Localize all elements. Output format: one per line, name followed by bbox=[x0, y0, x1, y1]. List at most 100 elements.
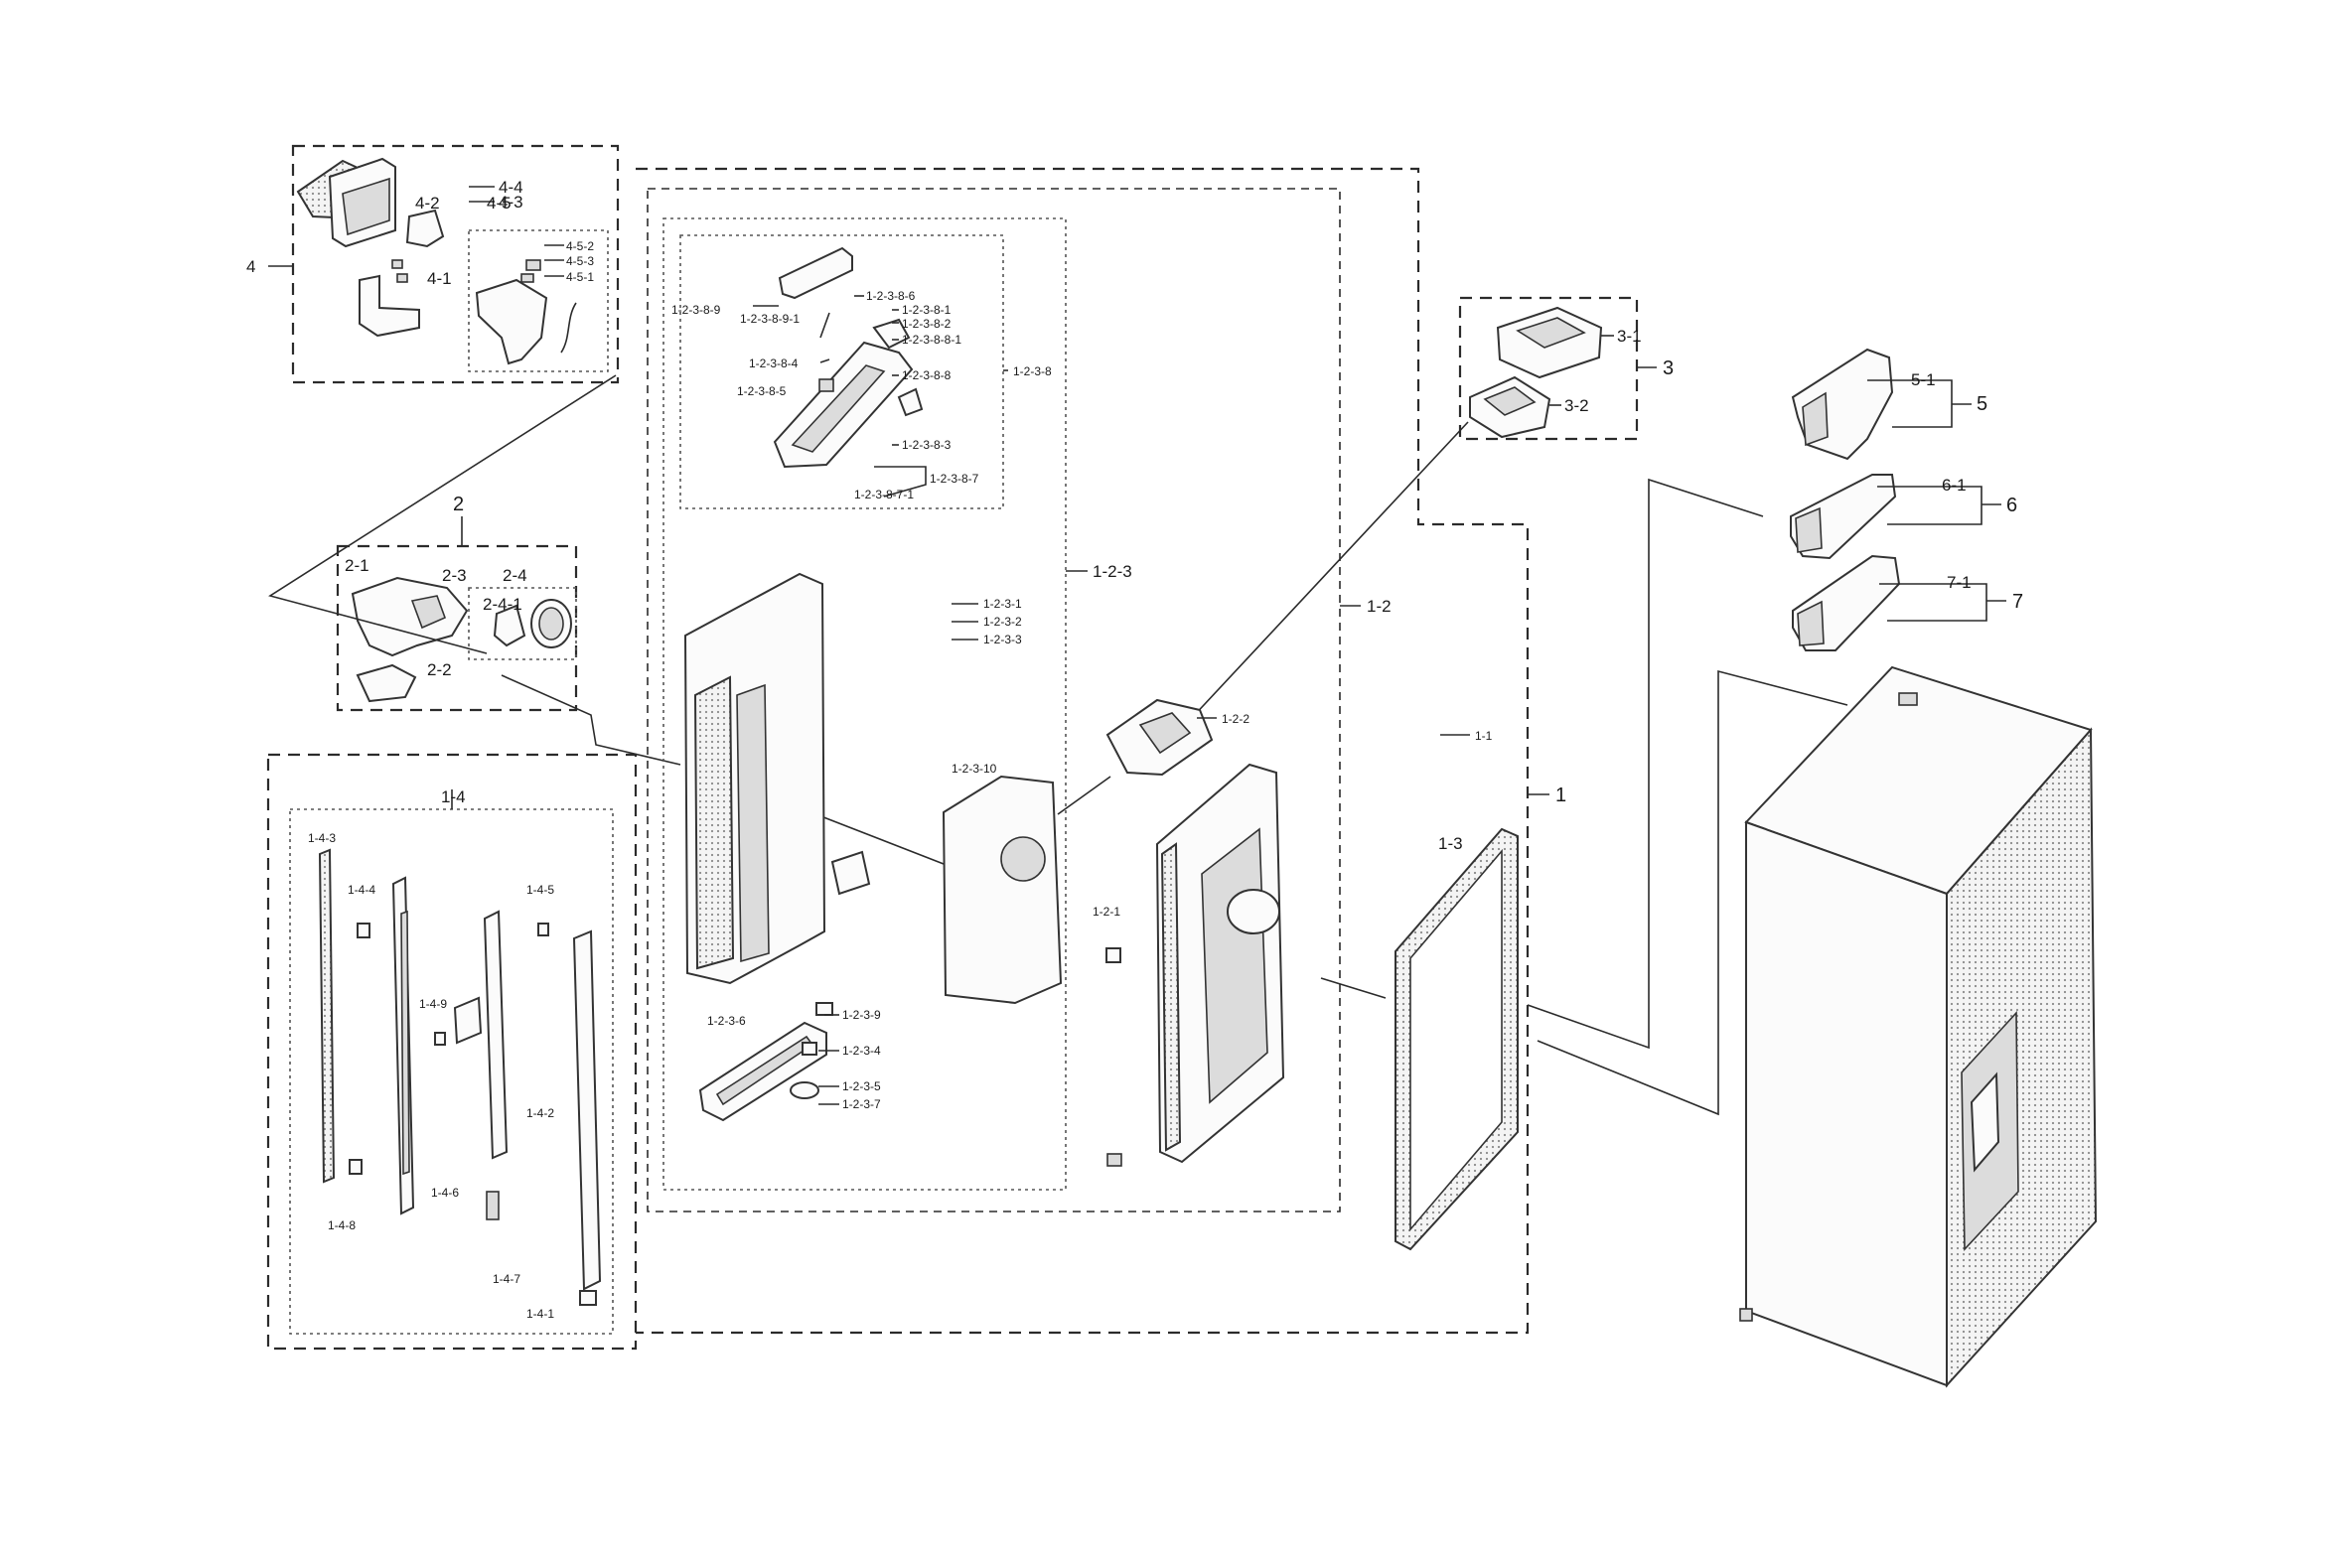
door-clip-lower bbox=[1106, 1153, 1122, 1167]
label-4-1: 4-1 bbox=[427, 269, 452, 288]
label-1-2-3-8: 1-2-3-8 bbox=[1013, 364, 1052, 378]
group-1-4-door-trim: 1-4 1-4-3 1-4-4 1-4-5 1-4-9 1-4-2 1-4-6 … bbox=[266, 753, 638, 1351]
refrigerator-cabinet bbox=[1739, 665, 2098, 1388]
label-5-1: 5-1 bbox=[1911, 370, 1936, 389]
dispenser-cover-hinge bbox=[830, 850, 871, 896]
cabinet-top-hinge bbox=[1898, 692, 1918, 706]
label-1-2-3-8-6: 1-2-3-8-6 bbox=[866, 289, 916, 303]
ice-maker-clip-a bbox=[391, 259, 403, 269]
label-4-5-2: 4-5-2 bbox=[566, 239, 594, 253]
trim-clip-1-4-4 bbox=[357, 923, 370, 938]
label-1-2-3-8-8: 1-2-3-8-8 bbox=[902, 368, 952, 382]
group-1-2-3-8-boundary bbox=[679, 234, 1004, 509]
label-1-2-3-8-9: 1-2-3-8-9 bbox=[671, 303, 721, 317]
label-2-4: 2-4 bbox=[503, 566, 527, 585]
group-1-2-3-boundary bbox=[662, 217, 1067, 1191]
dispenser-cover-rail bbox=[736, 683, 770, 963]
ice-funnel-housing bbox=[942, 775, 1063, 1005]
label-1-4-4: 1-4-4 bbox=[348, 883, 375, 897]
connector-2-to-1-2-3 bbox=[501, 674, 681, 766]
connector-1-3 bbox=[1320, 977, 1387, 999]
label-1-1: 1-1 bbox=[1475, 729, 1493, 743]
label-1-4-2: 1-4-2 bbox=[526, 1106, 554, 1120]
water-fill-wire bbox=[560, 302, 577, 354]
label-1-2-3-8-2: 1-2-3-8-2 bbox=[902, 317, 952, 331]
label-7: 7 bbox=[2012, 591, 2023, 613]
door-bin-6-front bbox=[1795, 506, 1823, 553]
trim-clip-1-4-5 bbox=[537, 923, 549, 936]
connector-lines bbox=[268, 374, 1848, 1116]
label-1-2-3-4: 1-2-3-4 bbox=[842, 1044, 881, 1058]
label-2-3: 2-3 bbox=[442, 566, 467, 585]
dispenser-tray-part-5 bbox=[790, 1081, 819, 1099]
door-gasket-opening bbox=[1409, 848, 1503, 1232]
group-3-boundary bbox=[1458, 296, 1639, 441]
label-1-4-3: 1-4-3 bbox=[308, 831, 336, 845]
trim-rail-middle bbox=[483, 910, 509, 1160]
ice-maker-motor bbox=[405, 209, 445, 248]
label-1-2-3-8-1: 1-2-3-8-1 bbox=[902, 303, 952, 317]
connector-fridge bbox=[1537, 669, 1848, 1116]
dispenser-tray-part-4 bbox=[802, 1042, 817, 1056]
dispenser-chute-slot bbox=[791, 364, 886, 453]
label-4-2: 4-2 bbox=[415, 194, 440, 213]
group-4-ice-maker: 4 4-4 4-3 4-2 4-5 4-1 4-5-2 4-5-3 4-5-1 bbox=[246, 144, 620, 384]
label-4-3: 4-3 bbox=[499, 193, 523, 212]
dispenser-cover-grille bbox=[693, 675, 735, 970]
label-6-1: 6-1 bbox=[1942, 476, 1967, 495]
label-1-2-3-1: 1-2-3-1 bbox=[983, 597, 1022, 611]
label-4-4: 4-4 bbox=[499, 178, 523, 197]
label-7-1: 7-1 bbox=[1947, 573, 1972, 592]
group-2-dispenser-duct: 2 2-1 2-3 2-4 2-4-1 2-2 bbox=[336, 494, 578, 712]
door-inner-liner-recess bbox=[1201, 827, 1268, 1104]
label-4-5-1: 4-5-1 bbox=[566, 270, 594, 284]
connector-3-to-1-2-2 bbox=[1161, 421, 1469, 751]
label-2-2: 2-2 bbox=[427, 660, 452, 679]
label-1: 1 bbox=[1555, 784, 1566, 806]
label-1-4: 1-4 bbox=[441, 787, 466, 806]
door-dispenser-opening bbox=[1227, 889, 1280, 934]
ice-bucket-frame-inner bbox=[1138, 712, 1192, 755]
label-2-1: 2-1 bbox=[345, 556, 369, 575]
trim-clip-1-4-8 bbox=[349, 1159, 363, 1175]
label-1-2-3-8-7-1: 1-2-3-8-7-1 bbox=[854, 488, 914, 501]
cabinet-rear-control-box bbox=[1970, 1071, 2000, 1173]
ice-maker-fins bbox=[342, 177, 390, 236]
label-2-4-1: 2-4-1 bbox=[483, 595, 522, 614]
trim-strip-long bbox=[318, 848, 336, 1184]
door-inner-liner-gasket bbox=[1160, 842, 1182, 1152]
label-1-4-5: 1-4-5 bbox=[526, 883, 554, 897]
group-3-ice-bucket: 3-1 3-2 3 bbox=[1458, 296, 1674, 441]
dispenser-lever-bracket bbox=[778, 246, 853, 300]
label-4-5: 4-5 bbox=[487, 194, 512, 213]
door-bin-5-front bbox=[1802, 391, 1829, 447]
label-1-4-7: 1-4-7 bbox=[493, 1272, 520, 1286]
duct-gear bbox=[410, 595, 447, 630]
label-1-2-3-8-4: 1-2-3-8-4 bbox=[749, 356, 799, 370]
trim-rail-right bbox=[572, 929, 602, 1291]
trim-rail-left-inner bbox=[400, 910, 410, 1176]
valve-clip bbox=[525, 259, 541, 271]
valve-clip-b bbox=[520, 273, 534, 283]
ice-maker-clip-b bbox=[396, 273, 408, 283]
label-1-2-3-7: 1-2-3-7 bbox=[842, 1097, 881, 1111]
door-bins: 5-1 5 6-1 6 7-1 7 bbox=[1790, 348, 2023, 651]
group-4-boundary bbox=[291, 144, 620, 384]
label-5: 5 bbox=[1977, 393, 1987, 415]
label-1-2-3-8-3: 1-2-3-8-3 bbox=[902, 438, 952, 452]
group-1-boundary bbox=[636, 167, 1530, 1335]
group-1-door: 1 1-2 1-2-3 1-2-3-8 1-2-3-8-9 1-2-3-8-9-… bbox=[636, 167, 1566, 1335]
label-1-2-3-8-8-1: 1-2-3-8-8-1 bbox=[902, 333, 961, 347]
label-1-2: 1-2 bbox=[1367, 597, 1392, 616]
label-4-5-3: 4-5-3 bbox=[566, 254, 594, 268]
dispenser-clip bbox=[818, 378, 834, 392]
trim-end-cap bbox=[579, 1290, 597, 1306]
label-3: 3 bbox=[1663, 357, 1674, 379]
group-1-4-outer-boundary bbox=[266, 753, 638, 1351]
label-1-2-1: 1-2-1 bbox=[1093, 905, 1120, 919]
dispenser-sensor bbox=[897, 387, 924, 417]
label-1-2-3-10: 1-2-3-10 bbox=[952, 762, 997, 776]
connector-4-to-2 bbox=[268, 374, 617, 654]
ice-bucket-lid-rim bbox=[1516, 317, 1586, 349]
